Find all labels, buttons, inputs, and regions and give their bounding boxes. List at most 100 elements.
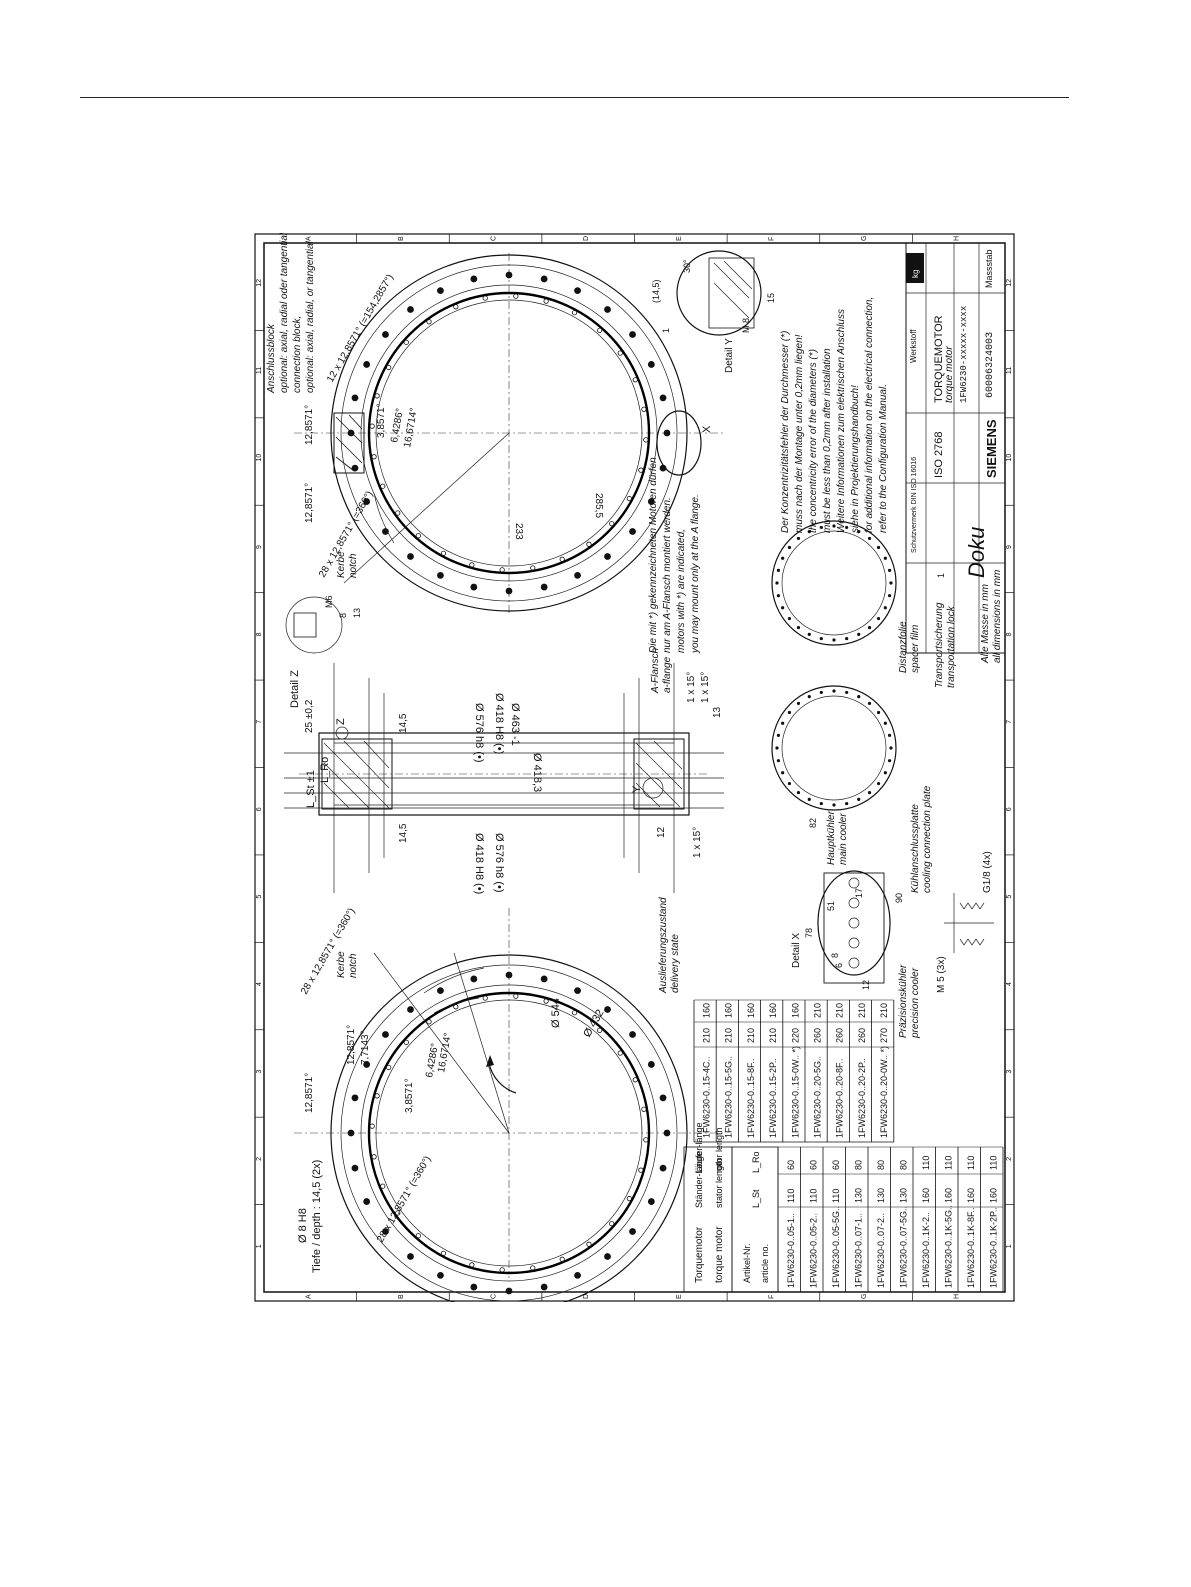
inner-hole [386, 364, 392, 371]
inner-hole [380, 483, 386, 489]
bolt-hole [663, 1129, 671, 1137]
bolt-hole [540, 975, 548, 983]
bolt-hole [604, 306, 611, 313]
subheader-lst: L_St [751, 1189, 761, 1208]
ring-hole [857, 632, 861, 636]
ring-hole [867, 536, 872, 541]
ring-hole [883, 556, 887, 560]
detail-y-label: Detail Y [724, 338, 735, 373]
zone-number-right: 5 [1006, 895, 1013, 899]
article-number-cell: 1FW6230-0..1K-2.. [921, 1212, 931, 1288]
inner-hole [543, 298, 549, 304]
zone-letter-bottom: A [305, 1294, 312, 1299]
bolt-hole [347, 429, 355, 437]
zone-number-left: 11 [256, 367, 263, 374]
connection-line-1: optional: axial, radial oder tangential [279, 233, 290, 393]
zone-letter-bottom: B [398, 1294, 405, 1299]
article-number-cell: 1FW6230-0..1K-2P.. [988, 1207, 998, 1288]
bolt-hole [659, 1094, 667, 1102]
inner-hole [426, 319, 432, 325]
inner-hole [440, 550, 447, 556]
dim-12: 12 [656, 826, 667, 838]
inner-hole [641, 1106, 647, 1112]
note-line-6: siehe in Projektierungshandbuch! [850, 385, 861, 533]
connection-block-en: connection block, [292, 316, 303, 393]
siemens-logo: SIEMENS [984, 419, 999, 478]
bolt-hole [351, 1094, 359, 1102]
dia-418-top: Ø 418 H8 (•) [493, 693, 505, 754]
article-number-cell: 1FW6230-0..05-2.. [808, 1213, 818, 1288]
zone-letter-bottom: G [861, 1294, 868, 1299]
left-angle-3: 3,8571° [404, 1078, 415, 1113]
bolt-hole [574, 571, 581, 579]
length-cell: 110 [921, 1156, 931, 1170]
inner-hole [641, 406, 647, 412]
inner-hole [453, 1004, 459, 1010]
zone-number-left: 2 [256, 1157, 263, 1161]
detail-x-8: 8 [830, 953, 840, 958]
left-notch-de: Kerbe [336, 951, 347, 978]
length-cell: 210 [768, 1028, 778, 1043]
detail-x-82: 82 [808, 818, 818, 828]
zone-letter-bottom: D [583, 1294, 590, 1299]
cooling-plate-de: Kühlanschlussplatte [910, 804, 921, 893]
bolt-hole [351, 1164, 359, 1172]
length-cell: 260 [813, 1028, 823, 1043]
ring-hole [776, 568, 781, 572]
bolt-hole [470, 975, 478, 983]
zone-number-left: 4 [256, 982, 263, 986]
transport-lock-de: Transportsicherung [934, 602, 945, 688]
zone-number-left: 3 [256, 1069, 263, 1073]
ring-hole [857, 530, 861, 534]
bolt-hole [629, 331, 636, 338]
inner-hole [617, 350, 623, 356]
inner-hole [513, 993, 519, 999]
ring-hole [819, 636, 823, 641]
detail-y-view [676, 250, 762, 336]
ring-hole [845, 801, 849, 806]
length-cell: 110 [808, 1189, 818, 1203]
bolt-hole [363, 361, 371, 368]
left-angle-5: 16,6714° [436, 1032, 454, 1073]
bolt-hole [663, 429, 671, 437]
zone-number-right: 10 [1006, 454, 1013, 462]
inner-hole [626, 495, 632, 502]
ring-hole [776, 733, 781, 737]
length-cell: 160 [988, 1188, 998, 1203]
ring-hole [787, 616, 792, 621]
inner-hole [415, 1233, 421, 1239]
bolt-hole [505, 1287, 513, 1295]
ring-hole [807, 530, 811, 534]
zone-letter-top: D [583, 236, 590, 241]
bolt-hole [505, 971, 513, 979]
zone-letter-top: A [305, 236, 312, 241]
ring-hole [876, 545, 881, 550]
article-number-cell: 1FW6230-0..15-5G.. [724, 1056, 734, 1138]
length-cell: 160 [943, 1188, 953, 1203]
bolt-hole [470, 275, 478, 283]
connection-line-2: optional: axial, radial, or tangential [305, 240, 316, 393]
chamfer-1: 1 x 15° [686, 672, 697, 703]
bolt-hole [437, 287, 444, 295]
hole-spec-1: Ø 8 H8 [297, 1208, 309, 1243]
length-cell: 60 [786, 1160, 796, 1170]
zone-number-right: 7 [1006, 720, 1013, 724]
detail-x-17: 17 [854, 888, 864, 898]
inner-hole [374, 1093, 380, 1099]
length-cell: 220 [790, 1028, 800, 1043]
inner-hole [386, 1064, 392, 1071]
dim-285-5: 285,5 [593, 493, 604, 518]
ring-hole [787, 710, 792, 715]
left-hole-pattern-lower: 28 x 12,8571° (=360°) [375, 1154, 433, 1244]
dim-233: 233 [513, 523, 524, 540]
chamfer-3: 1 x 15° [692, 827, 703, 858]
bolt-hole [437, 1271, 444, 1279]
inner-hole [597, 327, 603, 333]
bolt-hole [505, 271, 513, 279]
detail-y-angle: 30° [682, 259, 692, 273]
inner-hole [530, 565, 536, 571]
delivery-state-en: delivery state [670, 934, 681, 993]
inner-hole [643, 1137, 649, 1143]
length-cell: 210 [702, 1028, 712, 1043]
subheader-article-de: Artikel-Nr. [742, 1243, 752, 1283]
